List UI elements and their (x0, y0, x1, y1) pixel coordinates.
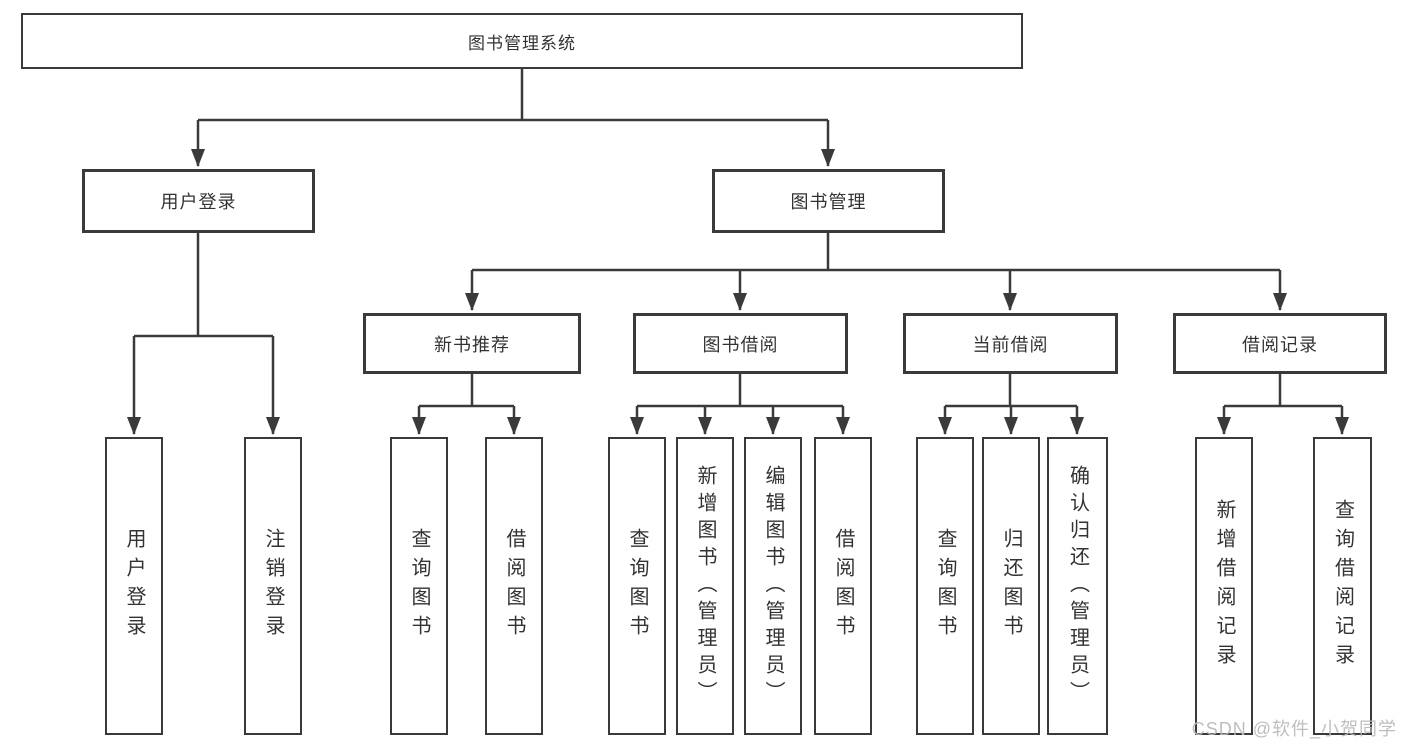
node-current-borrow: 当前借阅 (903, 313, 1118, 374)
node-label: 用户登录 (123, 528, 145, 644)
node-label: 查询借阅记录 (1331, 499, 1354, 673)
leaf-borrow-books-recommend: 借阅图书 (485, 437, 543, 735)
leaf-add-borrow-record: 新增借阅记录 (1195, 437, 1253, 735)
node-label: 注销登录 (262, 528, 284, 644)
connector-borrow-records-to-leaves (1217, 374, 1349, 435)
leaf-query-books-current: 查询图书 (916, 437, 974, 735)
node-label: 编辑图书（管理员） (762, 464, 784, 708)
leaf-query-books-borrow: 查询图书 (608, 437, 666, 735)
leaf-edit-book-admin: 编辑图书（管理员） (744, 437, 802, 735)
leaf-add-book-admin: 新增图书（管理员） (676, 437, 734, 735)
node-label: 确认归还（管理员） (1066, 464, 1089, 708)
node-label: 借阅图书 (503, 528, 525, 644)
connector-book-management-to-level3 (465, 233, 1287, 311)
node-label: 新增图书（管理员） (694, 464, 716, 708)
connector-book-borrow-to-leaves (630, 374, 850, 435)
node-user-login: 用户登录 (82, 169, 315, 233)
leaf-confirm-return-admin: 确认归还（管理员） (1047, 437, 1108, 735)
connector-new-book-recommend-to-leaves (412, 374, 521, 435)
leaf-borrow-books: 借阅图书 (814, 437, 872, 735)
connector-user-login-to-leaves (127, 233, 280, 435)
node-label: 归还图书 (1000, 528, 1022, 644)
leaf-return-book: 归还图书 (982, 437, 1040, 735)
leaf-query-books-recommend: 查询图书 (390, 437, 448, 735)
node-label: 图书管理系统 (468, 33, 576, 53)
node-label: 借阅图书 (832, 528, 854, 644)
node-new-book-recommend: 新书推荐 (363, 313, 581, 374)
csdn-watermark: CSDN @软件_小贺同学 (1191, 719, 1397, 739)
node-label: 当前借阅 (972, 334, 1049, 355)
node-label: 查询图书 (934, 528, 956, 644)
node-label: 借阅记录 (1242, 334, 1318, 355)
connector-current-borrow-to-leaves (938, 374, 1084, 435)
leaf-user-login: 用户登录 (105, 437, 163, 735)
node-label: 新增借阅记录 (1213, 499, 1235, 673)
node-label: 用户登录 (160, 192, 237, 212)
leaf-query-borrow-record: 查询借阅记录 (1313, 437, 1372, 735)
node-borrow-records: 借阅记录 (1173, 313, 1387, 374)
node-label: 图书借阅 (702, 334, 779, 355)
node-label: 查询图书 (626, 528, 648, 644)
node-book-borrow: 图书借阅 (633, 313, 848, 374)
node-label: 查询图书 (408, 528, 430, 644)
node-library-management-system: 图书管理系统 (21, 13, 1023, 69)
node-book-management: 图书管理 (712, 169, 945, 233)
leaf-logout: 注销登录 (244, 437, 302, 735)
node-label: 新书推荐 (434, 334, 510, 355)
node-label: 图书管理 (790, 192, 867, 212)
connector-root-to-level2 (191, 69, 835, 167)
